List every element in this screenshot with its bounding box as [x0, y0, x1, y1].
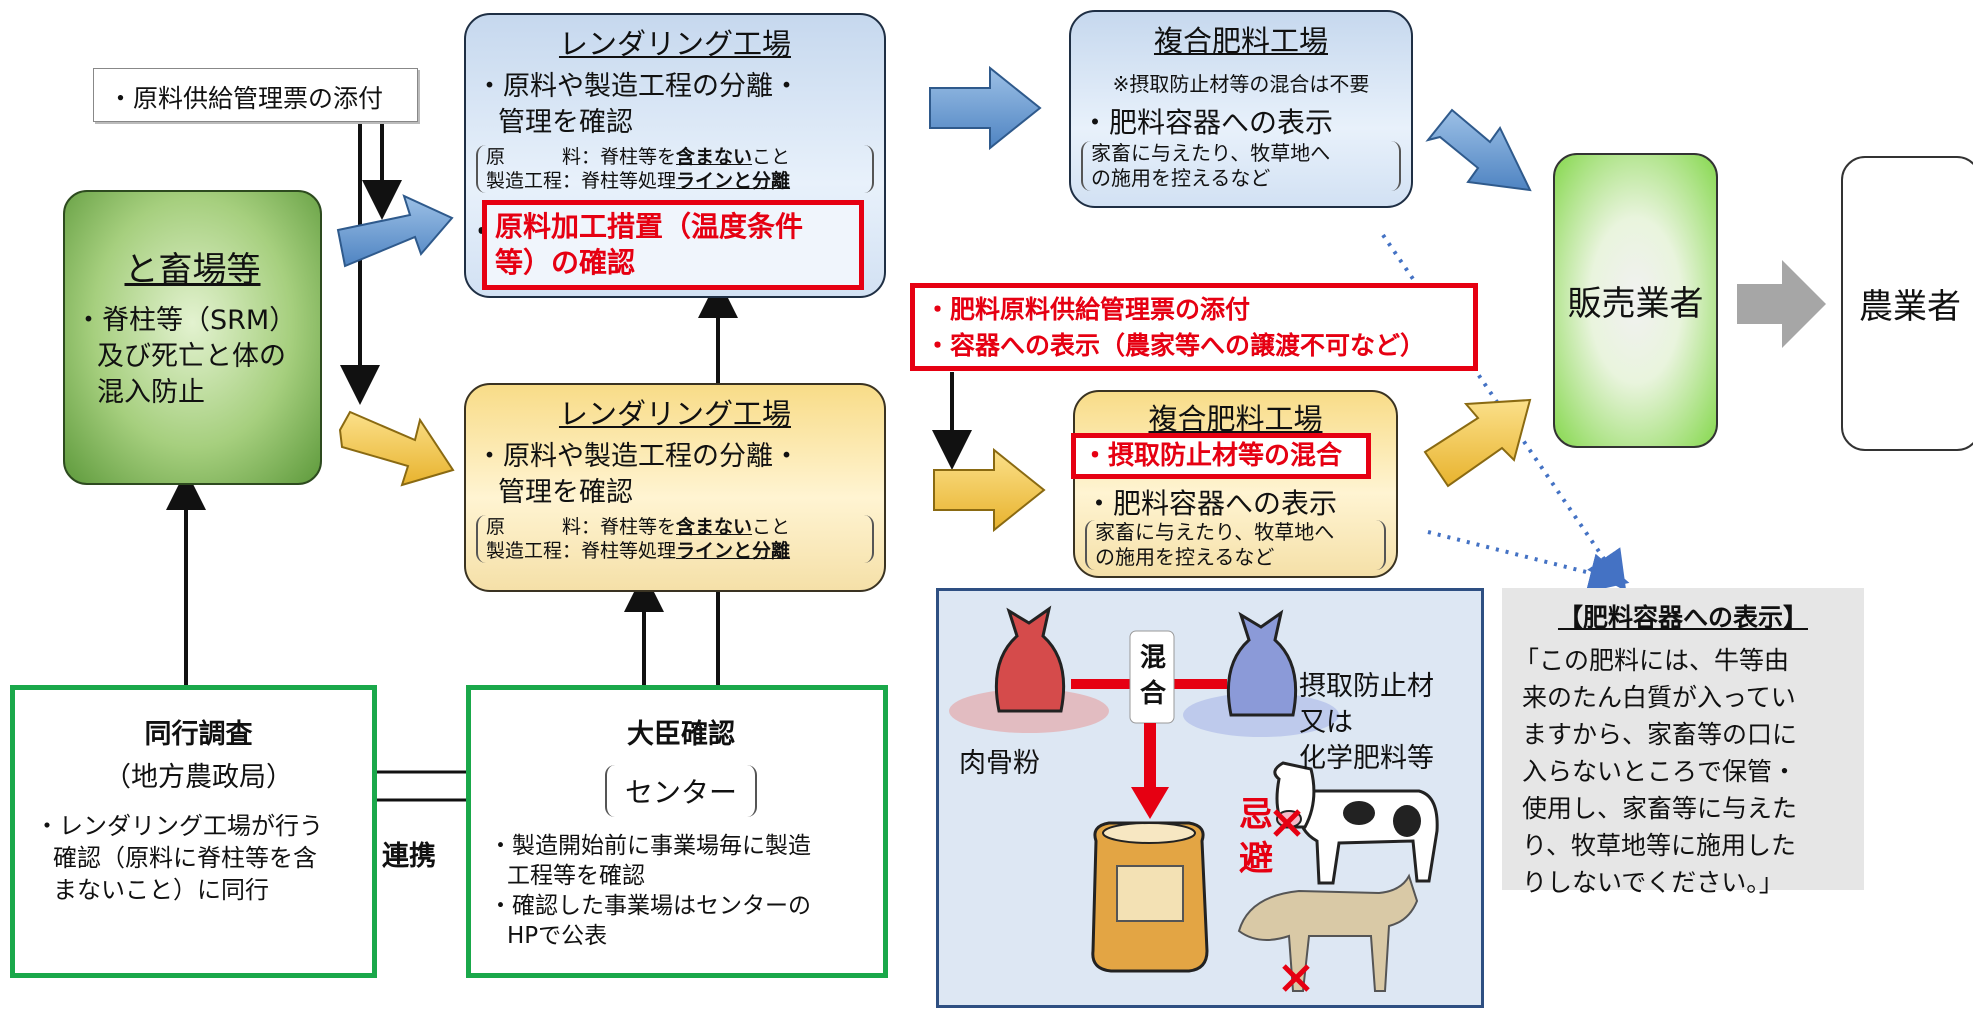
supply-ticket-note: ・原料供給管理票の添付	[93, 68, 418, 122]
joint-survey-body-1: ・レンダリング工場が行う	[35, 812, 323, 840]
rendering-plant-yellow: レンダリング工場 ・原料や製造工程の分離・ 管理を確認 原 料：脊柱等を含まない…	[464, 383, 886, 592]
temperature-check-line2: 等）の確認	[495, 246, 636, 279]
block-arrow-slaughter-to-blue	[336, 194, 454, 268]
block-arrow-blue-fert-to-seller	[1425, 108, 1532, 192]
slaughterhouse-box: と畜場等 ・脊柱等（SRM） 及び死亡と体の 混入防止	[63, 190, 322, 485]
minister-body-3: ・確認した事業場はセンターの	[489, 893, 811, 919]
temperature-condition-check: 原料加工措置（温度条件 等）の確認	[482, 200, 864, 290]
rendering-blue-line2: 管理を確認	[498, 107, 633, 138]
rendering-yellow-line2: 管理を確認	[498, 477, 633, 508]
fert-yellow-detail-1: 家畜に与えたり、牧草地へ	[1095, 520, 1335, 544]
container-label-line-3: ますから、家畜等の口に	[1522, 720, 1798, 749]
block-arrow-slaughter-to-yellow	[338, 410, 455, 487]
cow-icon	[1273, 761, 1439, 885]
fertilizer-ticket-line1: ・肥料原料供給管理票の添付	[925, 295, 1251, 324]
slaughterhouse-text-3: 混入防止	[97, 377, 205, 408]
fert-blue-title: 複合肥料工場	[1153, 24, 1328, 58]
fertilizer-ticket-note: ・肥料原料供給管理票の添付 ・容器への表示（農家等への譲渡不可など）	[910, 283, 1478, 371]
rendering-yellow-title: レンダリング工場	[558, 397, 791, 431]
rendering-yellow-detail-2: 製造工程：脊柱等処理ラインと分離	[486, 540, 791, 562]
slaughterhouse-text-2: 及び死亡と体の	[97, 341, 286, 372]
container-label-line-6: り、牧草地等に施用した	[1522, 831, 1797, 860]
supply-ticket-note-text: ・原料供給管理票の添付	[108, 84, 384, 113]
fert-yellow-detail: 家畜に与えたり、牧草地へ の施用を控えるなど	[1085, 520, 1386, 570]
goat-icon	[1237, 873, 1419, 992]
product-bag-icon	[1091, 821, 1209, 973]
container-label-line-5: 使用し、家畜等に与えた	[1522, 794, 1798, 823]
rendering-blue-detail-1: 原 料：脊柱等を含まないこと	[486, 146, 791, 168]
minister-body-1: ・製造開始前に事業場毎に製造	[489, 833, 811, 859]
mix-label-2: 合	[1140, 679, 1167, 709]
deterrent-label-2: 又は	[1299, 707, 1353, 738]
temperature-check-line1: 原料加工措置（温度条件	[495, 210, 804, 243]
mix-label-1: 混	[1140, 643, 1167, 673]
meat-bone-label: 肉骨粉	[959, 748, 1040, 779]
rendering-yellow-detail-1: 原 料：脊柱等を含まないこと	[486, 516, 791, 538]
joint-survey-body-3: まないこと）に同行	[53, 876, 269, 904]
fert-blue-detail: 家畜に与えたり、牧草地へ の施用を控えるなど	[1081, 141, 1401, 191]
minister-title: 大臣確認	[627, 719, 735, 750]
fert-yellow-title: 複合肥料工場	[1148, 402, 1323, 436]
avoidance-label-1: 忌	[1239, 795, 1273, 835]
mixing-illustration-panel: 肉骨粉 混 合 摂取防止材 又は 化学肥料等 忌 避	[936, 588, 1484, 1008]
mixing-down-arrow-shaft	[1144, 723, 1156, 787]
minister-center: センター	[604, 765, 757, 817]
deterrent-label-3: 化学肥料等	[1299, 743, 1434, 774]
joint-survey-box: 同行調査 （地方農政局） ・レンダリング工場が行う 確認（原料に脊柱等を含 まな…	[10, 685, 377, 978]
farmer-box: 農業者	[1841, 156, 1973, 451]
fert-blue-detail-2: の施用を控えるなど	[1091, 166, 1271, 190]
joint-survey-title: 同行調査	[144, 719, 253, 750]
container-label-line-4: 入らないところで保管・	[1522, 757, 1798, 786]
compound-fertilizer-blue: 複合肥料工場 ※摂取防止材等の混合は不要 ・肥料容器への表示 家畜に与えたり、牧…	[1069, 10, 1413, 208]
deterrent-label-1: 摂取防止材	[1299, 671, 1434, 702]
container-label-notice: 【肥料容器への表示】 「この肥料には、牛等由 来のたん白質が入ってい ますから、…	[1502, 588, 1864, 897]
mixing-down-arrow-head	[1131, 787, 1169, 819]
mixing-bar-left	[1071, 679, 1133, 689]
farmer-label: 農業者	[1859, 287, 1961, 327]
container-label-line-7: りしないでください。」	[1522, 868, 1784, 897]
block-arrow-yellow-render-to-fert	[933, 447, 1046, 533]
minister-body-2: 工程等を確認	[507, 863, 645, 889]
container-label-title: 【肥料容器への表示】	[1557, 603, 1808, 632]
container-label-line-2: 来のたん白質が入ってい	[1522, 683, 1796, 712]
rendering-blue-line1: ・原料や製造工程の分離・	[476, 71, 800, 102]
block-arrow-yellow-fert-to-seller	[1423, 398, 1532, 488]
slaughterhouse-text-1: ・脊柱等（SRM）	[75, 305, 297, 336]
rendering-yellow-detail: 原 料：脊柱等を含まないこと 製造工程：脊柱等処理ラインと分離	[476, 515, 874, 563]
joint-survey-body-2: 確認（原料に脊柱等を含	[53, 844, 317, 872]
meat-bone-bag-icon	[949, 605, 1109, 733]
rendering-yellow-line1: ・原料や製造工程の分離・	[476, 441, 800, 472]
rendering-blue-detail: 原 料：脊柱等を含まないこと 製造工程：脊柱等処理ラインと分離	[476, 145, 874, 193]
mixing-bar-right	[1171, 679, 1227, 689]
minister-confirmation-box: 大臣確認 センター ・製造開始前に事業場毎に製造 工程等を確認 ・確認した事業場…	[466, 685, 888, 978]
rendering-blue-detail-2: 製造工程：脊柱等処理ラインと分離	[486, 170, 791, 192]
minister-body-4: HPで公表	[507, 923, 608, 949]
fertilizer-ticket-line2: ・容器への表示（農家等への譲渡不可など）	[925, 331, 1426, 360]
cooperation-label: 連携	[382, 841, 436, 872]
rendering-blue-title: レンダリング工場	[558, 27, 791, 61]
seller-label: 販売業者	[1567, 284, 1704, 324]
block-arrow-blue-render-to-fert	[929, 65, 1042, 151]
seller-box: 販売業者	[1553, 153, 1718, 448]
fert-blue-note: ※摂取防止材等の混合は不要	[1112, 72, 1370, 96]
fert-yellow-detail-2: の施用を控えるなど	[1095, 545, 1275, 569]
compound-fertilizer-yellow: 複合肥料工場 ・肥料容器への表示 家畜に与えたり、牧草地へ の施用を控えるなど	[1073, 390, 1398, 578]
fert-blue-detail-1: 家畜に与えたり、牧草地へ	[1091, 141, 1331, 165]
dotted-connector-yellow	[1427, 530, 1630, 593]
gray-arrow-seller-to-farmer	[1737, 260, 1826, 348]
mixing-illustration-svg	[949, 605, 1439, 992]
avoidance-label-2: 避	[1239, 839, 1273, 879]
fert-blue-line1: ・肥料容器への表示	[1081, 106, 1334, 139]
container-label-line-1: 「この肥料には、牛等由	[1514, 646, 1790, 675]
fert-yellow-line1: ・肥料容器への表示	[1085, 487, 1338, 520]
deterrent-bag-icon	[1183, 609, 1339, 737]
cross-mark-icon	[1273, 809, 1310, 992]
deterrent-mixing-highlight: ・摂取防止材等の混合	[1071, 433, 1371, 479]
joint-survey-subtitle: （地方農政局）	[104, 762, 293, 793]
slaughterhouse-title: と畜場等	[124, 250, 261, 290]
